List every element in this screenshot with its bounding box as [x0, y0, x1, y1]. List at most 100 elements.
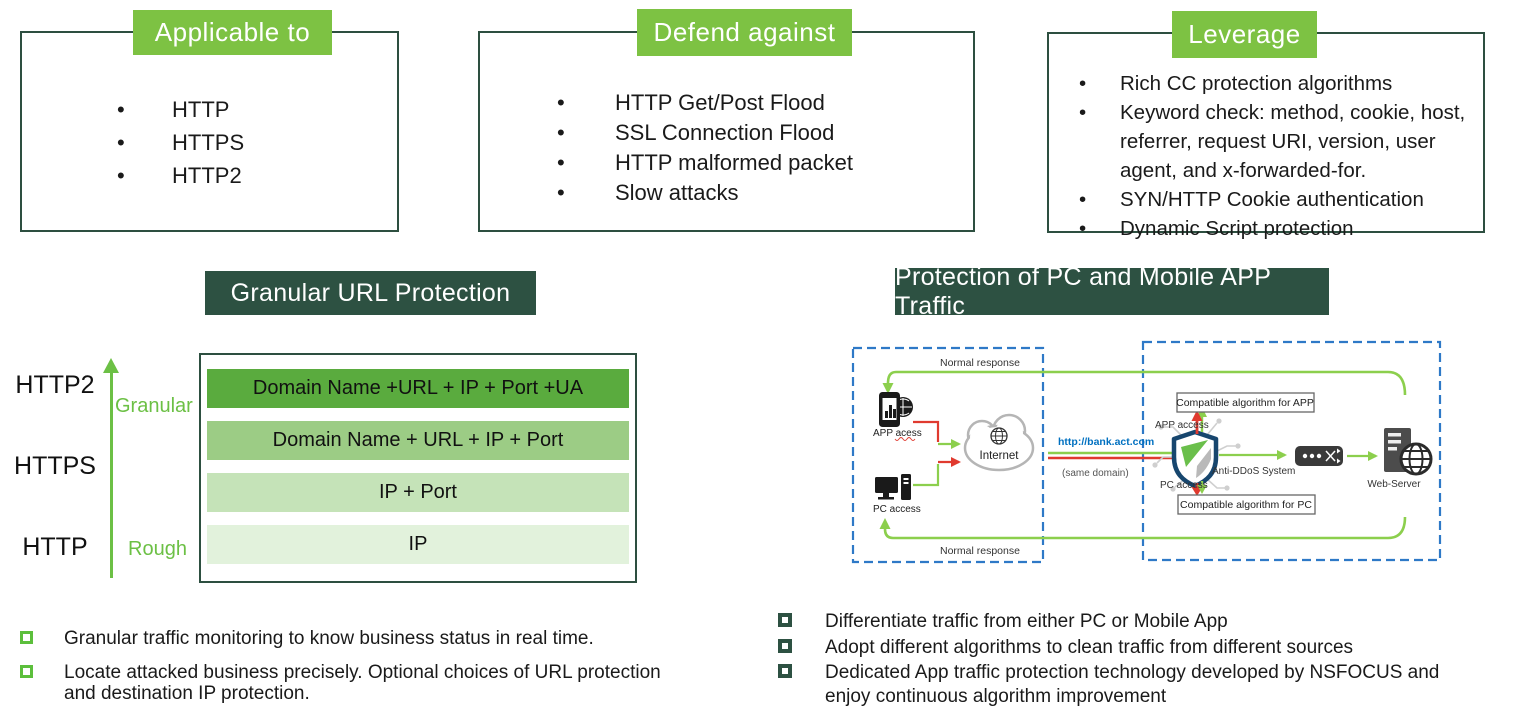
square-bullet-icon [778, 638, 792, 653]
leverage-list: Rich CC protection algorithms Keyword ch… [1079, 69, 1480, 243]
list-item: Granular traffic monitoring to know busi… [20, 628, 700, 649]
anti-ddos-label: Anti-DDoS System [1212, 466, 1295, 477]
bullet-dot [557, 88, 615, 118]
square-bullet-icon [778, 613, 792, 627]
list-item: Differentiate traffic from either PC or … [778, 610, 1522, 634]
bullet-text: Dynamic Script protection [1120, 217, 1354, 240]
bullet-dot [557, 178, 615, 208]
granular-label: Granular [115, 395, 193, 417]
pc-access-right-label: PC access [1160, 480, 1208, 491]
bullet-text: Granular traffic monitoring to know busi… [64, 628, 594, 649]
bullet-dot [557, 118, 615, 148]
client-zone-dashed-box [851, 346, 1045, 564]
square-bullet-icon [778, 664, 792, 678]
bullet-dot [1079, 214, 1120, 243]
granularity-bar-url: Domain Name + URL + IP + Port [207, 421, 629, 460]
app-access-right-label: APP access [1155, 420, 1209, 431]
switch-device-icon [1295, 446, 1343, 466]
list-item: HTTP [117, 93, 244, 126]
defend-against-box: Defend against HTTP Get/Post Flood SSL C… [478, 9, 975, 232]
defend-against-header: Defend against [637, 9, 852, 56]
axis-label-http2: HTTP2 [15, 371, 95, 399]
granularity-arrow-head-icon [103, 358, 119, 373]
bullet-text: Adopt different algorithms to clean traf… [825, 636, 1354, 658]
list-item: Adopt different algorithms to clean traf… [778, 636, 1522, 660]
list-item: HTTP2 [117, 159, 244, 192]
bullet-text: Locate attacked business precisely. Opti… [64, 662, 661, 704]
granular-url-protection-banner: Granular URL Protection [205, 271, 536, 315]
normal-response-top-label: Normal response [940, 357, 1020, 369]
normal-response-bottom-line [883, 516, 1407, 540]
web-server-label: Web-Server [1367, 479, 1421, 490]
arrow-head-icon [1197, 485, 1207, 494]
pc-mobile-app-traffic-banner: Protection of PC and Mobile APP Traffic [895, 263, 1329, 320]
granular-bullet-list: Granular traffic monitoring to know busi… [20, 628, 700, 713]
bullet-dot [1079, 69, 1120, 98]
defend-against-list: HTTP Get/Post Flood SSL Connection Flood… [557, 88, 853, 208]
bullet-text: HTTP malformed packet [615, 150, 854, 175]
bullet-text: Slow attacks [615, 180, 739, 205]
square-bullet-icon [20, 665, 33, 678]
normal-response-top-line [886, 370, 1407, 396]
compat-pc-box [1177, 494, 1316, 515]
compat-app-box [1176, 392, 1315, 413]
bullet-dot [557, 148, 615, 178]
granularity-bar-ua: Domain Name +URL + IP + Port +UA [207, 369, 629, 408]
square-bullet-icon [20, 631, 33, 644]
list-item: Dynamic Script protection [1079, 214, 1480, 243]
list-item: Slow attacks [557, 178, 853, 208]
granularity-bar-ip: IP [207, 525, 629, 564]
normal-response-bottom-label: Normal response [940, 545, 1020, 557]
list-item: Rich CC protection algorithms [1079, 69, 1480, 98]
mobile-phone-icon [879, 392, 913, 427]
bullet-text: Keyword check: method, cookie, host, ref… [1120, 101, 1466, 182]
list-item: SSL Connection Flood [557, 118, 853, 148]
bullet-text: HTTPS [172, 130, 245, 155]
compat-pc-label: Compatible algorithm for PC [1180, 499, 1312, 511]
applicable-to-list: HTTP HTTPS HTTP2 [117, 93, 244, 192]
web-server-icon [1384, 428, 1433, 476]
granularity-bar-ip-port: IP + Port [207, 473, 629, 512]
bullet-text: Dedicated App traffic protection technol… [825, 662, 1440, 707]
pc-icon [875, 474, 911, 500]
bullet-text: HTTP2 [172, 163, 242, 188]
anti-ddos-shield-icon [1171, 429, 1219, 489]
list-item: HTTPS [117, 126, 244, 159]
list-item: Locate attacked business precisely. Opti… [20, 662, 700, 704]
leverage-header: Leverage [1172, 11, 1317, 58]
compat-app-label: Compatible algorithm for APP [1176, 397, 1314, 409]
axis-label-https: HTTPS [14, 452, 96, 480]
applicable-to-header: Applicable to [133, 10, 332, 55]
bullet-text: HTTP [172, 97, 230, 122]
bullet-dot [1079, 185, 1120, 214]
bullet-text: SSL Connection Flood [615, 120, 835, 145]
list-item: HTTP malformed packet [557, 148, 853, 178]
rough-label: Rough [128, 538, 187, 560]
pc-app-network-diagram: Normal response Normal response APP aces… [851, 340, 1442, 564]
granularity-arrow-line [110, 372, 113, 578]
pc-access-left-label: PC access [873, 504, 921, 515]
arrow-head-icon [1191, 410, 1203, 421]
app-access-left-label: APP acess [873, 428, 922, 439]
internet-cloud-icon [963, 413, 1035, 472]
arrow-head-icon [879, 518, 891, 529]
spellcheck-squiggle [894, 437, 916, 441]
bullet-text: SYN/HTTP Cookie authentication [1120, 188, 1424, 211]
applicable-to-box: Applicable to HTTP HTTPS HTTP2 [20, 10, 399, 232]
bullet-text: Rich CC protection algorithms [1120, 72, 1393, 95]
bullet-dot [117, 159, 172, 192]
pc-traffic-line [913, 464, 940, 487]
bank-url-label: http://bank.act.com [1058, 436, 1154, 448]
bullet-text: HTTP Get/Post Flood [615, 90, 825, 115]
bullet-text: Differentiate traffic from either PC or … [825, 611, 1228, 632]
pc-app-bullet-list: Differentiate traffic from either PC or … [778, 610, 1522, 710]
arrow-head-icon [882, 383, 894, 394]
list-item: Keyword check: method, cookie, host, ref… [1079, 98, 1480, 185]
bullet-dot [117, 93, 172, 126]
list-item: Dedicated App traffic protection technol… [778, 661, 1522, 708]
bullet-dot [117, 126, 172, 159]
list-item: HTTP Get/Post Flood [557, 88, 853, 118]
app-traffic-line [913, 420, 940, 442]
bullet-dot [1079, 98, 1120, 127]
